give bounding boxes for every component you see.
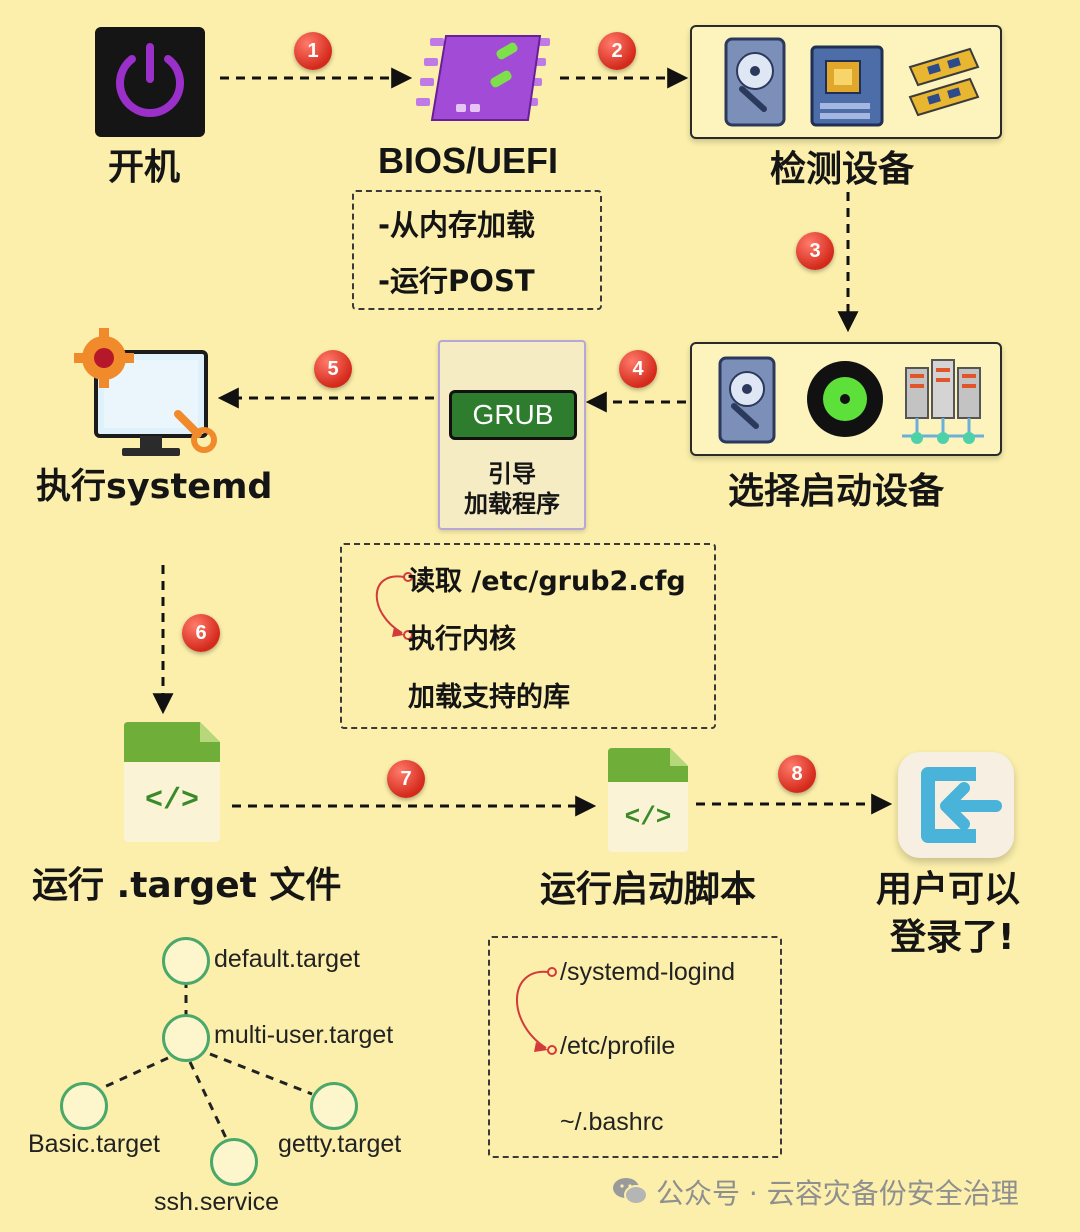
tree-node-ssh — [210, 1138, 258, 1186]
tree-node-default — [162, 937, 210, 985]
server-network-icon — [902, 359, 984, 444]
step-badge-4: 4 — [619, 350, 657, 388]
grub-label-line2: 加载程序 — [464, 490, 560, 518]
grub-badge: GRUB — [449, 390, 577, 440]
optical-disc-icon — [807, 361, 883, 437]
grub-label-line1: 引导 — [488, 460, 536, 488]
code-icon: </> — [144, 784, 199, 818]
step-badge-8: 8 — [778, 755, 816, 793]
hard-drive-icon — [724, 37, 786, 127]
step-badge-2: 2 — [598, 32, 636, 70]
bios-note-item: -运行POST — [378, 264, 535, 298]
grub-note-item: 读取 /etc/grub2.cfg — [408, 566, 686, 597]
startup-script-icon: </> — [604, 744, 692, 856]
detect-devices-box — [690, 25, 1002, 139]
script-notes-box: /systemd-logind /etc/profile ~/.bashrc — [488, 936, 782, 1158]
watermark-text: 公众号 · 云容灾备份安全治理 — [656, 1177, 1019, 1210]
step-badge-5: 5 — [314, 350, 352, 388]
grub-note-item: 执行内核 — [408, 624, 516, 655]
step-badge-1: 1 — [294, 32, 332, 70]
run-scripts-label: 运行启动脚本 — [540, 869, 757, 910]
login-label-line2: 登录了! — [890, 917, 1015, 958]
tree-label-default: default.target — [214, 945, 360, 973]
bios-notes-box: -从内存加载 -运行POST — [352, 190, 602, 310]
motherboard-icon — [810, 45, 884, 127]
tree-label-getty: getty.target — [278, 1130, 402, 1158]
script-note-item: ~/.bashrc — [560, 1108, 664, 1136]
tree-node-multi-user — [162, 1014, 210, 1062]
grub-bootloader-box: GRUB 引导 加载程序 — [438, 340, 586, 530]
bios-chip-icon — [412, 28, 558, 128]
ram-memory-icon — [908, 47, 980, 117]
step-badge-6: 6 — [182, 614, 220, 652]
select-boot-device-box — [690, 342, 1002, 456]
power-button-icon — [95, 27, 205, 137]
run-target-label: 运行 .target 文件 — [32, 865, 342, 906]
tree-label-basic: Basic.target — [28, 1130, 161, 1158]
tree-label-ssh: ssh.service — [154, 1188, 280, 1216]
power-on-label: 开机 — [108, 147, 181, 188]
bios-label: BIOS/UEFI — [378, 140, 559, 181]
step-badge-3: 3 — [796, 232, 834, 270]
tree-label-multi-user: multi-user.target — [214, 1021, 394, 1049]
hard-drive-icon — [718, 356, 776, 444]
tree-node-getty — [310, 1082, 358, 1130]
select-boot-device-label: 选择启动设备 — [728, 471, 945, 512]
flow-curve-arrow — [516, 967, 557, 1055]
script-note-item: /etc/profile — [560, 1032, 676, 1060]
login-label-line1: 用户可以 — [876, 869, 1021, 910]
grub-notes-box: 读取 /etc/grub2.cfg 执行内核 加载支持的库 — [340, 543, 716, 729]
bios-note-item: -从内存加载 — [378, 208, 536, 242]
monitor-settings-icon — [70, 322, 230, 462]
script-note-item: /systemd-logind — [560, 958, 736, 986]
tree-node-basic — [60, 1082, 108, 1130]
detect-devices-label: 检测设备 — [770, 149, 915, 190]
flow-curve-arrow — [375, 572, 413, 640]
wechat-icon — [612, 1176, 648, 1206]
grub-note-item: 加载支持的库 — [408, 682, 570, 713]
code-icon: </> — [624, 802, 672, 832]
target-file-icon: </> — [120, 718, 224, 846]
login-icon — [898, 752, 1014, 858]
step-badge-7: 7 — [387, 760, 425, 798]
systemd-label: 执行systemd — [36, 467, 273, 507]
